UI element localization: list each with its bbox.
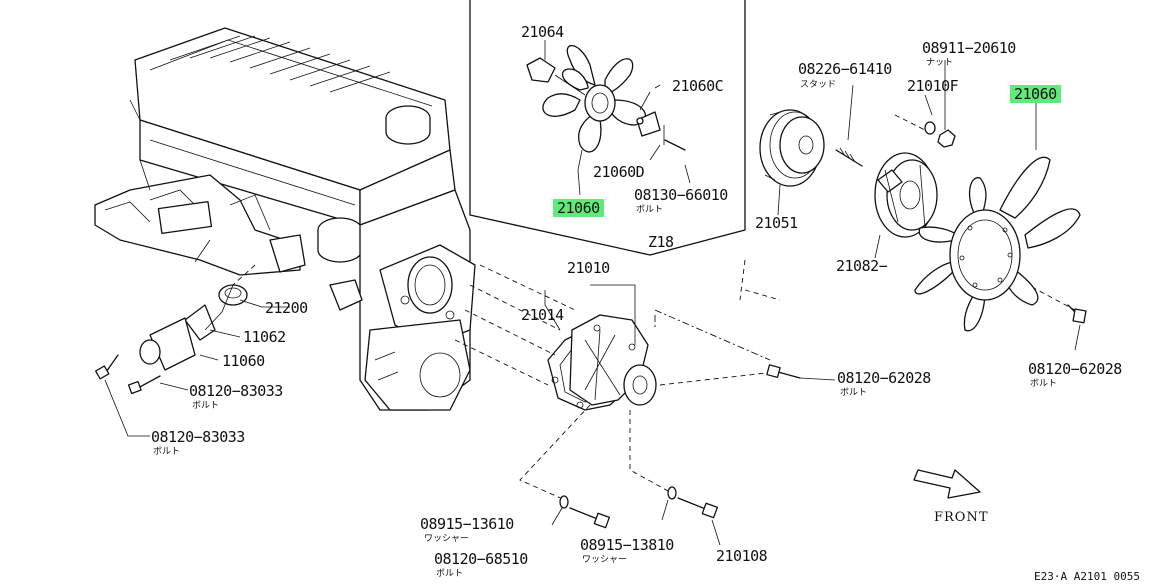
sublabel-08130-66010: ボルト [636,205,664,215]
label-11062: 11062 [243,328,286,346]
sublabel-08120-83033-a: ボルト [192,401,220,411]
sublabel-08120-62028-mid: ボルト [840,388,868,398]
label-21014: 21014 [521,306,564,324]
bolt-210108-illustration [667,486,718,519]
highlight-21060-right: 21060 [1010,85,1061,103]
label-21051: 21051 [755,214,798,232]
water-pump-illustration [547,314,657,411]
leader-lines [104,40,1081,546]
label-21200: 21200 [265,299,308,317]
front-arrow-icon [913,469,981,499]
sublabel-08120-62028-right: ボルト [1030,379,1058,389]
coupling-21082-illustration [874,152,938,238]
sublabel-08120-68510: ボルト [436,569,464,579]
label-21060c: 21060C [672,77,724,95]
bolt-08120-68510-illustration [559,495,610,529]
sublabel-08915-13610: ワッシャー [424,534,470,544]
engine-block-illustration [94,27,476,411]
label-08120-68510: 08120−68510 [434,550,528,568]
diagram-code: E23·A A2101 0055 [1034,570,1140,583]
label-08226-61410: 08226−61410 [798,60,892,78]
label-08915-13810: 08915−13810 [580,536,674,554]
pulley-21051-illustration [759,109,825,187]
label-z18: Z18 [648,233,674,251]
label-21010f: 21010F [907,77,959,95]
alignment-dashed-lines [454,259,1076,501]
label-08130-66010: 08130−66010 [634,186,728,204]
label-08120-62028-mid: 08120−62028 [837,369,931,387]
fan-21060-right-illustration [914,156,1081,332]
nut-08911-20610-illustration [894,114,956,148]
label-08915-13610: 08915−13610 [420,515,514,533]
sublabel-08120-83033-b: ボルト [153,447,181,457]
highlight-21060-left: 21060 [553,199,604,217]
thermostat-housing-illustration [139,264,256,371]
label-21060-right: 21060 [1010,85,1061,103]
label-08120-83033-b: 08120−83033 [151,428,245,446]
sublabel-08915-13810: ワッシャー [582,555,628,565]
stud-08226-61410-illustration [835,147,863,167]
sublabel-08226-61410: スタッド [800,80,837,90]
label-08120-83033-a: 08120−83033 [189,382,283,400]
z18-inset-frame [469,0,746,256]
label-21010: 21010 [567,259,610,277]
label-21064: 21064 [521,23,564,41]
label-21060d: 21060D [593,163,645,181]
bolt-08120-83033-b-illustration [127,375,161,395]
fan-21060-left-illustration [526,44,686,153]
label-08911-20610: 08911−20610 [922,39,1016,57]
label-21060-left: 21060 [553,199,604,217]
bolt-08120-83033-a-illustration [95,354,119,380]
label-11060: 11060 [222,352,265,370]
label-210108: 210108 [716,547,768,565]
label-08120-62028-right: 08120−62028 [1028,360,1122,378]
bolt-08120-62028-right-illustration [1067,304,1087,324]
bolt-08120-62028-mid-illustration [766,364,801,379]
front-label: FRONT [934,510,989,525]
label-21082: 21082− [836,257,888,275]
sublabel-08911-20610: ナット [926,58,954,68]
